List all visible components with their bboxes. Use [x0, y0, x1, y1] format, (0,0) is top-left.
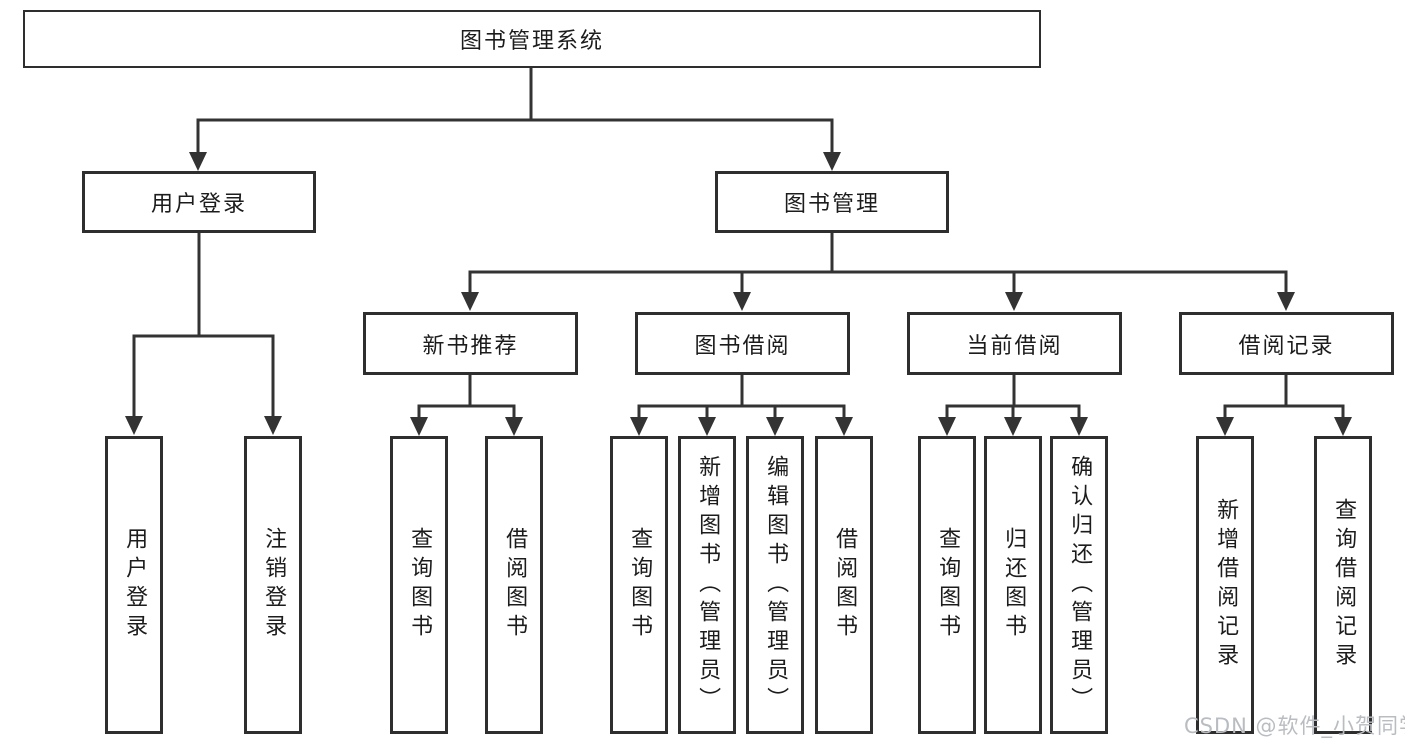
- connector-bookmgmt-to-level3: [468, 231, 1288, 295]
- arrowhead-icon: [264, 416, 282, 435]
- node-label: 用户登录: [122, 527, 148, 643]
- arrowhead-icon: [1005, 292, 1023, 311]
- node-label: 图书借阅: [694, 333, 791, 359]
- arrowhead-icon: [125, 416, 143, 435]
- leaf-edit-book-admin: 编辑图书（管理员）: [746, 436, 804, 734]
- arrowhead-icon: [505, 417, 523, 436]
- node-label: 借阅记录: [1238, 333, 1335, 359]
- node-book-management: 图书管理: [715, 171, 949, 233]
- connector-userlogin-to-children: [132, 231, 275, 419]
- arrowhead-icon: [630, 417, 648, 436]
- node-label: 新书推荐: [422, 333, 519, 359]
- node-label: 用户登录: [150, 192, 247, 217]
- node-label: 查询图书: [407, 527, 433, 643]
- arrowhead-icon: [1004, 417, 1022, 436]
- arrowhead-icon: [461, 292, 479, 311]
- node-label: 注销登录: [261, 527, 287, 643]
- node-label: 当前借阅: [966, 333, 1063, 359]
- node-library-management-system: 图书管理系统: [23, 10, 1041, 68]
- leaf-query-books-3: 查询图书: [918, 436, 976, 734]
- arrowhead-icon: [1334, 417, 1352, 436]
- connector-root-to-level2: [196, 66, 834, 155]
- arrowhead-icon: [1216, 417, 1234, 436]
- arrowhead-icon: [938, 417, 956, 436]
- node-label: 查询借阅记录: [1331, 498, 1357, 672]
- leaf-confirm-return-admin: 确认归还（管理员）: [1050, 436, 1108, 734]
- arrowhead-icon: [1070, 417, 1088, 436]
- arrowhead-icon: [823, 152, 841, 171]
- connector-borrowrecords-to-children: [1223, 373, 1345, 420]
- leaf-query-books-1: 查询图书: [390, 436, 448, 734]
- node-label: 确认归还（管理员）: [1067, 454, 1093, 716]
- leaf-query-borrow-record: 查询借阅记录: [1314, 436, 1372, 734]
- leaf-user-login: 用户登录: [105, 436, 163, 734]
- arrowhead-icon: [766, 417, 784, 436]
- node-label: 查询图书: [627, 527, 653, 643]
- leaf-query-books-2: 查询图书: [610, 436, 668, 734]
- arrowhead-icon: [698, 417, 716, 436]
- node-label: 借阅图书: [502, 527, 528, 643]
- node-current-borrowing: 当前借阅: [907, 312, 1122, 375]
- leaf-borrow-books-2: 借阅图书: [815, 436, 873, 734]
- node-label: 新增图书（管理员）: [695, 454, 721, 716]
- leaf-add-borrow-record: 新增借阅记录: [1196, 436, 1254, 734]
- node-borrowing-records: 借阅记录: [1179, 312, 1394, 375]
- leaf-logout: 注销登录: [244, 436, 302, 734]
- arrowhead-icon: [189, 152, 207, 171]
- csdn-watermark: CSDN @软件_小贺同学: [1184, 714, 1405, 738]
- node-label: 图书管理系统: [459, 29, 604, 54]
- node-label: 图书管理: [783, 192, 880, 217]
- node-user-login: 用户登录: [82, 171, 316, 233]
- node-label: 借阅图书: [832, 527, 858, 643]
- node-label: 新增借阅记录: [1213, 498, 1239, 672]
- arrowhead-icon: [733, 292, 751, 311]
- leaf-add-book-admin: 新增图书（管理员）: [678, 436, 736, 734]
- node-label: 查询图书: [935, 527, 961, 643]
- arrowhead-icon: [835, 417, 853, 436]
- node-label: 归还图书: [1001, 527, 1027, 643]
- connector-currentborrow-to-children: [945, 373, 1081, 420]
- connector-newbookrec-to-children: [417, 373, 516, 420]
- connector-bookborrow-to-children: [637, 373, 846, 420]
- node-book-borrowing: 图书借阅: [635, 312, 850, 375]
- node-label: 编辑图书（管理员）: [763, 454, 789, 716]
- arrowhead-icon: [410, 417, 428, 436]
- leaf-return-book: 归还图书: [984, 436, 1042, 734]
- leaf-borrow-books-1: 借阅图书: [485, 436, 543, 734]
- node-new-book-recommend: 新书推荐: [363, 312, 578, 375]
- arrowhead-icon: [1277, 292, 1295, 311]
